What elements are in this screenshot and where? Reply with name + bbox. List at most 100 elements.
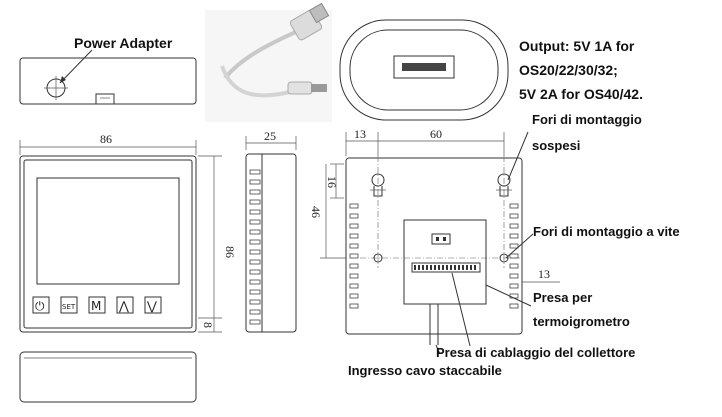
- vent-slot: [249, 309, 261, 315]
- side-view: 25: [245, 129, 297, 333]
- terminal-pin: [438, 265, 440, 270]
- vent-slot: [249, 229, 261, 235]
- manifold-wiring-terminal: [411, 262, 481, 273]
- vent-slot: [509, 213, 519, 219]
- vent-slot: [349, 203, 359, 209]
- up-arrow-icon: ⋀: [118, 299, 129, 313]
- terminal-pin: [466, 265, 468, 270]
- back-side-dimension: 13: [538, 267, 550, 281]
- back-hole-top-dimension: 16: [325, 176, 339, 188]
- back-vent-slots-left: [349, 203, 359, 309]
- mount-holes-hanging-label: Fori di montaggio: [532, 112, 642, 127]
- mode-button-label: M: [91, 299, 101, 313]
- output-spec-line3: 5V 2A for OS40/42.: [519, 86, 643, 102]
- vent-slot: [349, 253, 359, 259]
- vent-slot: [249, 169, 261, 175]
- vent-slot: [349, 273, 359, 279]
- vent-slot: [249, 259, 261, 265]
- terminal-pin: [422, 265, 424, 270]
- terminal-pin: [430, 265, 432, 270]
- back-left-dimension: 13: [354, 127, 366, 141]
- mount-holes-hanging-label-2: sospesi: [532, 138, 580, 153]
- terminal-pin: [462, 265, 464, 270]
- back-spacing-dimension: 60: [430, 127, 442, 141]
- adapter-usb-port: [339, 19, 509, 121]
- back-vent-slots-right: [509, 203, 519, 309]
- usb-cable-image: [205, 2, 332, 122]
- vent-slot: [349, 263, 359, 269]
- terminal-pin: [414, 265, 416, 270]
- vent-slot: [509, 203, 519, 209]
- down-arrow-icon: ⋁: [146, 299, 157, 313]
- side-depth-dimension: 25: [264, 129, 276, 143]
- thermo-hygrometer-socket: [431, 233, 451, 245]
- vent-slot: [509, 243, 519, 249]
- back-hole-vertical-dimension: 46: [309, 206, 323, 218]
- top-view-device: [19, 49, 197, 105]
- vent-slot: [509, 273, 519, 279]
- vent-slot: [349, 303, 359, 309]
- output-spec-line1: Output: 5V 1A for: [519, 38, 635, 54]
- terminal-pin: [474, 265, 476, 270]
- front-height-dimension: 86: [223, 246, 237, 258]
- output-spec-line2: OS20/22/30/32;: [519, 62, 618, 78]
- side-vent-slots: [249, 169, 261, 325]
- vent-slot: [349, 223, 359, 229]
- screw-hole-right: [499, 253, 509, 263]
- vent-slot: [249, 199, 261, 205]
- vent-slot: [509, 293, 519, 299]
- vent-slot: [249, 279, 261, 285]
- terminal-pin: [426, 265, 428, 270]
- vent-slot: [509, 253, 519, 259]
- terminal-pin: [470, 265, 472, 270]
- vent-slot: [509, 233, 519, 239]
- power-button[interactable]: ⏻: [32, 296, 50, 314]
- screw-mount-holes-label: Fori di montaggio a vite: [533, 224, 680, 239]
- mode-button[interactable]: M: [88, 296, 106, 314]
- vent-slot: [349, 293, 359, 299]
- keyhole-mount-right: [496, 173, 512, 197]
- screw-hole-left: [373, 253, 383, 263]
- terminal-pin: [454, 265, 456, 270]
- thermo-socket-label: Presa per: [533, 290, 592, 305]
- vent-slot: [249, 269, 261, 275]
- terminal-pin: [450, 265, 452, 270]
- set-button[interactable]: SET: [60, 296, 78, 314]
- manifold-wiring-label: Presa di cablaggio del collettore: [436, 345, 635, 360]
- terminal-pin: [418, 265, 420, 270]
- keyhole-mount-left: [370, 173, 386, 197]
- vent-slot: [249, 179, 261, 185]
- back-view: 13 60 16 46: [309, 127, 560, 345]
- up-button[interactable]: ⋀: [116, 296, 134, 314]
- front-width-dimension: 86: [100, 132, 112, 146]
- terminal-pin: [442, 265, 444, 270]
- vent-slot: [349, 283, 359, 289]
- set-button-label: SET: [62, 303, 76, 311]
- vent-slot: [249, 249, 261, 255]
- vent-slot: [249, 219, 261, 225]
- down-button[interactable]: ⋁: [144, 296, 162, 314]
- vent-slot: [249, 299, 261, 305]
- power-adapter-label: Power Adapter: [74, 35, 173, 51]
- thermo-socket-label-2: termoigrometro: [533, 314, 630, 329]
- vent-slot: [249, 209, 261, 215]
- vent-slot: [349, 233, 359, 239]
- detachable-cable-label: Ingresso cavo staccabile: [348, 363, 502, 378]
- terminal-pin: [446, 265, 448, 270]
- vent-slot: [509, 263, 519, 269]
- vent-slot: [249, 239, 261, 245]
- terminal-pin: [458, 265, 460, 270]
- front-view: 86 86 8: [19, 132, 237, 333]
- terminal-pin: [434, 265, 436, 270]
- vent-slot: [349, 213, 359, 219]
- vent-slot: [509, 223, 519, 229]
- front-bottom-dimension: 8: [201, 322, 215, 328]
- vent-slot: [509, 303, 519, 309]
- vent-slot: [249, 319, 261, 325]
- vent-slot: [249, 289, 261, 295]
- bottom-view: [19, 351, 197, 403]
- power-icon: ⏻: [35, 299, 45, 313]
- vent-slot: [509, 283, 519, 289]
